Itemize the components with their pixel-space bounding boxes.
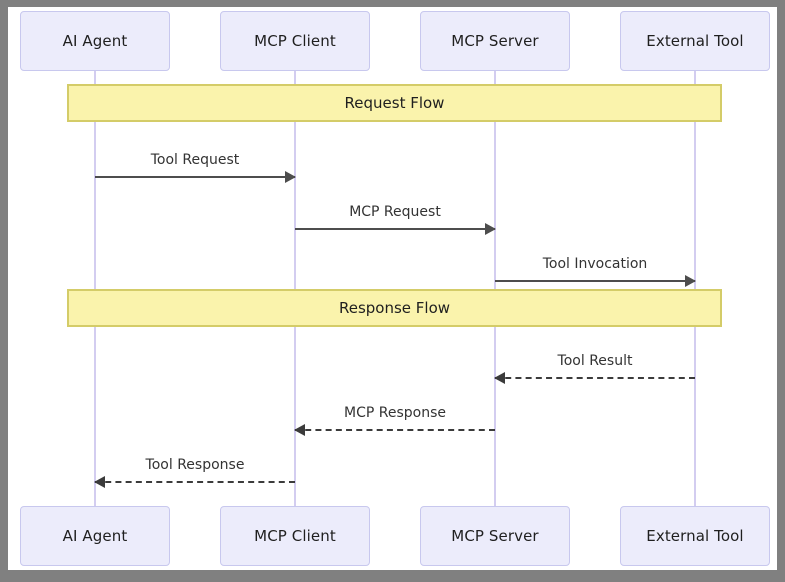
message-line xyxy=(95,481,295,483)
flow-band-response: Response Flow xyxy=(67,289,722,327)
actor-box-ai-agent-bottom[interactable]: AI Agent xyxy=(20,506,170,566)
arrowhead-right-icon xyxy=(485,223,496,235)
message-label: MCP Request xyxy=(349,204,441,220)
actor-box-external-tool-bottom[interactable]: External Tool xyxy=(620,506,770,566)
arrowhead-left-icon xyxy=(494,372,505,384)
flow-band-request: Request Flow xyxy=(67,84,722,122)
message-label: Tool Request xyxy=(150,152,240,168)
actor-box-mcp-server-bottom[interactable]: MCP Server xyxy=(420,506,570,566)
actor-box-ai-agent-top[interactable]: AI Agent xyxy=(20,11,170,71)
arrowhead-left-icon xyxy=(94,476,105,488)
arrowhead-right-icon xyxy=(285,171,296,183)
message-line xyxy=(295,228,495,230)
actor-box-mcp-client-top[interactable]: MCP Client xyxy=(220,11,370,71)
message-line xyxy=(295,429,495,431)
arrowhead-left-icon xyxy=(294,424,305,436)
message-line xyxy=(95,176,295,178)
actor-box-mcp-client-bottom[interactable]: MCP Client xyxy=(220,506,370,566)
message-label: Tool Response xyxy=(145,457,245,473)
message-line xyxy=(495,280,695,282)
actor-box-mcp-server-top[interactable]: MCP Server xyxy=(420,11,570,71)
arrowhead-right-icon xyxy=(685,275,696,287)
message-line xyxy=(495,377,695,379)
actor-box-external-tool-top[interactable]: External Tool xyxy=(620,11,770,71)
diagram-canvas: AI Agent MCP Client MCP Server External … xyxy=(8,7,777,570)
message-label: MCP Response xyxy=(344,405,446,421)
message-label: Tool Invocation xyxy=(542,256,648,272)
message-label: Tool Result xyxy=(557,353,633,369)
